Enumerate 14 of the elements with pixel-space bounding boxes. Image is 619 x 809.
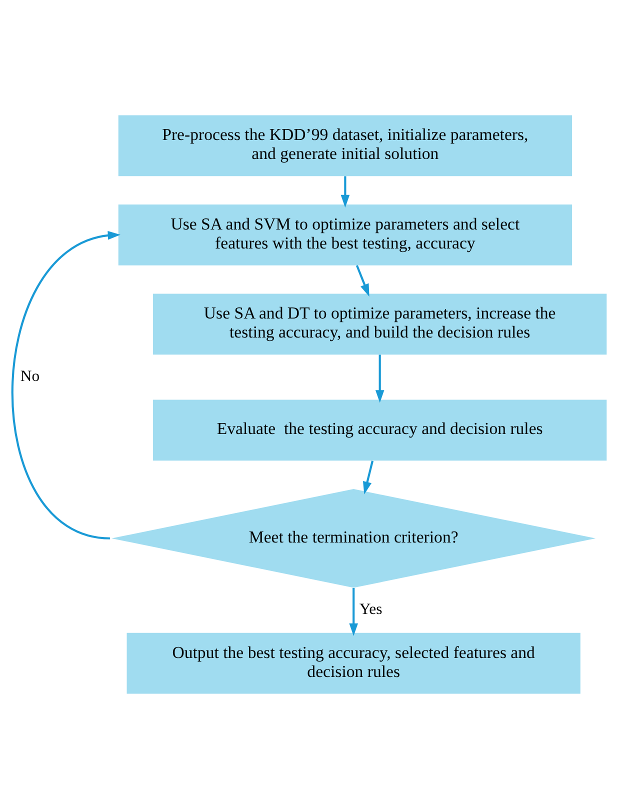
- node-diamond: Meet the termination criterion?: [112, 489, 596, 588]
- arrow: [362, 460, 374, 494]
- arrow: [349, 588, 358, 636]
- arrow: [375, 354, 384, 403]
- node-box: Use SA and DT to optimize parameters, increase the testing accuracy, and build the decision rules: [153, 294, 607, 355]
- edge-label: No: [20, 368, 40, 385]
- node-box: Pre-process the KDD’99 dataset, initialize parameters, and generate initial solution: [118, 115, 572, 176]
- arrow: [356, 265, 370, 297]
- arrow: [11, 230, 120, 540]
- node-box: Output the best testing accuracy, selected features and decision rules: [126, 632, 580, 694]
- node-box: Use SA and SVM to optimize parameters and select features with the best testing, accuracy: [118, 204, 572, 266]
- edge-label: Yes: [359, 600, 382, 618]
- node-box: Evaluate the testing accuracy and decision rules: [153, 400, 607, 461]
- arrow: [340, 176, 350, 208]
